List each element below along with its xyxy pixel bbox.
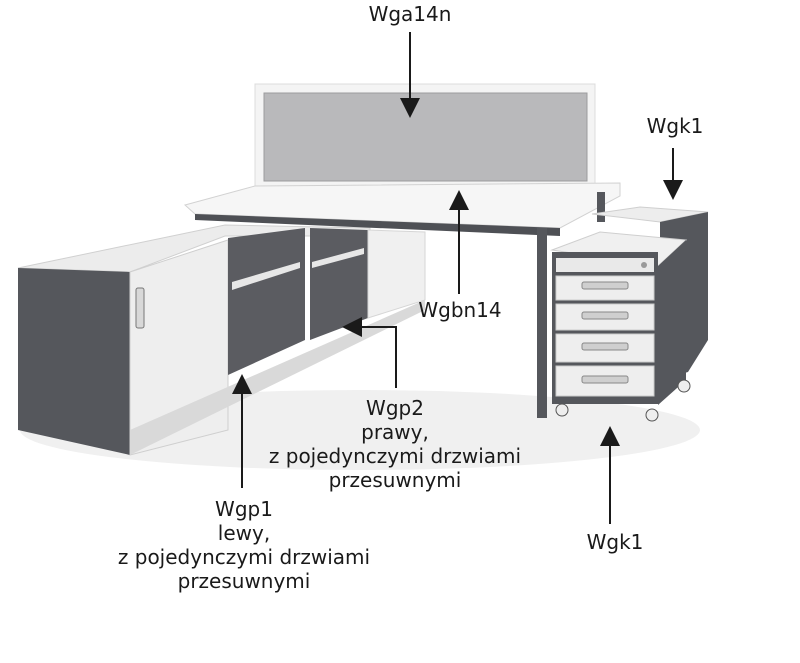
label-left-cabinet-line2: lewy, <box>217 521 271 545</box>
label-right-cabinet-line2: prawy, <box>361 420 429 444</box>
arrow-right-cabinet <box>342 317 397 388</box>
label-beam: Wgbn14 <box>418 298 502 322</box>
label-right-cabinet-line1: Wgp2 <box>366 396 424 420</box>
pedestal-front <box>550 231 691 422</box>
label-right-cabinet-line4: przesuwnymi <box>328 468 462 492</box>
desk <box>183 182 621 418</box>
label-pedestal-back: Wgk1 <box>646 114 704 138</box>
label-pedestal-front: Wgk1 <box>586 530 644 554</box>
label-left-cabinet-line1: Wgp1 <box>215 497 273 521</box>
label-right-cabinet: Wgp2 prawy, z pojedynczymi drzwiami prze… <box>245 396 545 492</box>
label-top-panel: Wga14n <box>368 2 452 26</box>
label-left-cabinet-line4: przesuwnymi <box>177 569 311 593</box>
label-right-cabinet-line3: z pojedynczymi drzwiami <box>268 444 522 468</box>
label-left-cabinet: Wgp1 lewy, z pojedynczymi drzwiami przes… <box>94 497 394 593</box>
privacy-screen <box>254 83 596 193</box>
label-left-cabinet-line3: z pojedynczymi drzwiami <box>117 545 371 569</box>
side-cabinet <box>17 224 426 456</box>
